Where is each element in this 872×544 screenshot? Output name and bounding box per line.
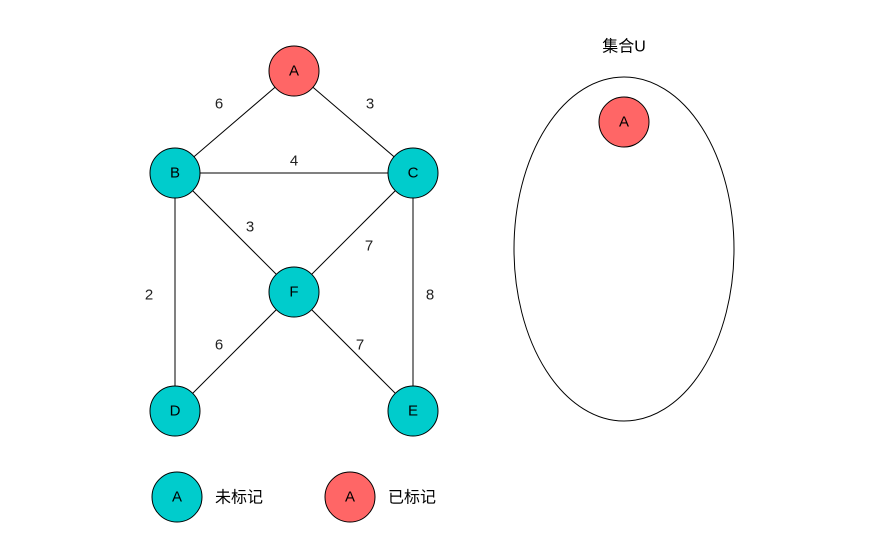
- legend-item-marked: A 已标记: [324, 471, 436, 523]
- legend-unmarked-circle: [151, 471, 203, 523]
- set-u-ellipse: [513, 76, 735, 422]
- node-e-label: E: [408, 403, 418, 420]
- node-f-label: F: [289, 284, 298, 301]
- weight-f-d: 6: [215, 337, 223, 354]
- edge-c-f: [293, 172, 414, 293]
- node-c: C: [387, 147, 439, 199]
- node-f-circle: [268, 266, 320, 318]
- node-b: B: [149, 147, 201, 199]
- set-u-member-label: A: [619, 114, 629, 131]
- set-u-member: A: [598, 96, 650, 148]
- edge-b-f: [174, 172, 295, 293]
- edge-f-d: [174, 291, 295, 412]
- node-c-label: C: [408, 165, 419, 182]
- weight-b-d: 2: [145, 287, 153, 304]
- weight-c-f: 7: [365, 238, 373, 255]
- node-d-label: D: [170, 403, 181, 420]
- weight-f-e: 7: [356, 337, 364, 354]
- node-b-circle: [149, 147, 201, 199]
- weight-b-f: 3: [246, 219, 254, 236]
- edge-a-c: [293, 70, 414, 174]
- legend-marked-circle: [324, 471, 376, 523]
- node-b-label: B: [170, 165, 180, 182]
- set-u-member-circle: [598, 96, 650, 148]
- node-f: F: [268, 266, 320, 318]
- set-u: 集合U A: [513, 38, 735, 422]
- edge-f-e: [293, 291, 414, 412]
- weight-c-e: 8: [426, 287, 434, 304]
- weight-a-b: 6: [215, 96, 223, 113]
- edge-group: [174, 70, 414, 412]
- edge-weight-group: 6 3 4 3 7 2 8 6 7: [145, 96, 434, 354]
- node-e-circle: [387, 385, 439, 437]
- node-c-circle: [387, 147, 439, 199]
- legend-marked-node-label: A: [345, 489, 355, 506]
- edge-a-b: [174, 70, 295, 174]
- weight-b-c: 4: [290, 153, 298, 170]
- node-d: D: [149, 385, 201, 437]
- node-d-circle: [149, 385, 201, 437]
- legend-item-unmarked: A 未标记: [151, 471, 263, 523]
- legend-unmarked-text: 未标记: [215, 489, 263, 507]
- node-e: E: [387, 385, 439, 437]
- node-a-label: A: [289, 63, 299, 80]
- legend-marked-text: 已标记: [388, 489, 436, 507]
- set-u-title: 集合U: [602, 38, 646, 56]
- node-a-circle: [268, 45, 320, 97]
- legend-unmarked-node-label: A: [172, 489, 182, 506]
- legend: A 未标记 A 已标记: [151, 471, 436, 523]
- node-a: A: [268, 45, 320, 97]
- weight-a-c: 3: [366, 96, 374, 113]
